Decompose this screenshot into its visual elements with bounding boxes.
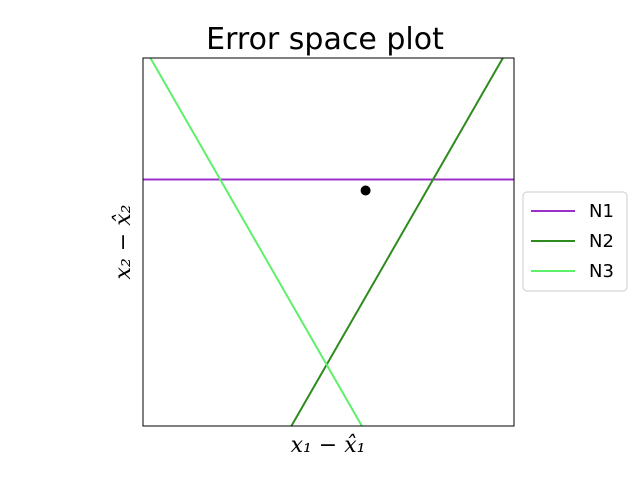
legend-label-n3: N3 (589, 261, 614, 282)
series-line-n3 (149, 58, 363, 426)
x-axis-label: x₁ − x̂₁ (291, 433, 366, 458)
legend-label-n1: N1 (589, 201, 614, 222)
estimate-point-marker (360, 185, 371, 196)
series-line-n2 (290, 58, 504, 426)
legend-label-n2: N2 (589, 231, 614, 252)
y-axis-label: x₂ − x̂₂ (111, 205, 136, 280)
axes-frame (142, 57, 515, 427)
plot-area (143, 58, 514, 426)
chart-title: Error space plot (206, 22, 444, 57)
